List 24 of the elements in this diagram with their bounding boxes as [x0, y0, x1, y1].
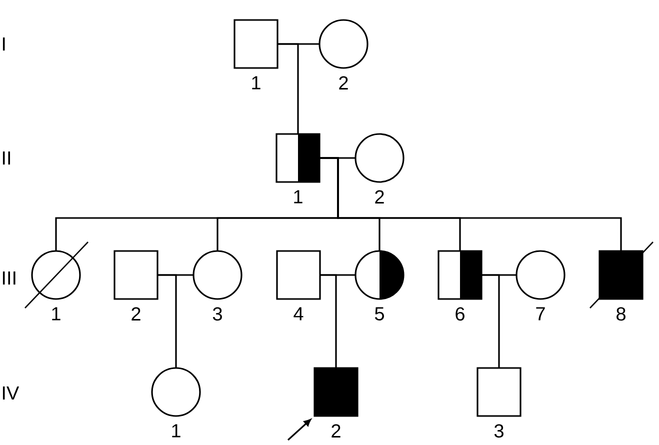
- individual-number: 2: [339, 76, 348, 90]
- descent-line: [158, 274, 177, 368]
- individual-number: 7: [536, 307, 545, 320]
- individual-number: 1: [172, 424, 180, 438]
- individual-number: 8: [616, 307, 626, 321]
- descent-line: [482, 274, 500, 368]
- descent-line: [278, 43, 299, 134]
- individual-number: 3: [212, 307, 222, 321]
- individual-number: 3: [494, 424, 504, 438]
- generation-label: I: [2, 37, 5, 51]
- individual-number: 2: [375, 190, 384, 204]
- individual-number: 6: [456, 307, 464, 321]
- individual-number: 1: [52, 307, 60, 320]
- individual-number: 5: [374, 307, 384, 320]
- individual-number: 1: [294, 190, 302, 204]
- individual-number: 4: [294, 307, 304, 320]
- generation-label: IV: [2, 386, 20, 400]
- individual-number: 1: [252, 76, 260, 90]
- descent-line: [320, 274, 337, 368]
- generation-label: II: [2, 151, 10, 165]
- individual-number: 2: [332, 424, 340, 438]
- descent-line: [320, 157, 622, 251]
- individual-number: 2: [132, 307, 140, 320]
- proband-arrow: [287, 419, 311, 441]
